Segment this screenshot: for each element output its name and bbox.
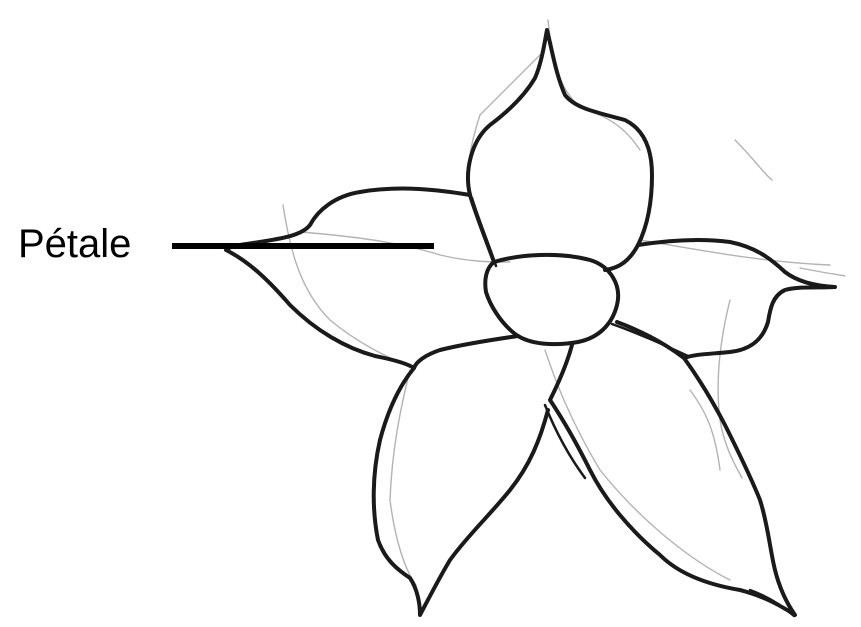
petal-lower-left — [374, 336, 548, 615]
flower-outline — [226, 30, 835, 616]
petal-label: Pétale — [18, 220, 131, 268]
petal-left — [226, 189, 470, 368]
petal-top — [468, 30, 652, 270]
petal-lower-right — [550, 345, 795, 615]
flower-center — [485, 255, 618, 344]
